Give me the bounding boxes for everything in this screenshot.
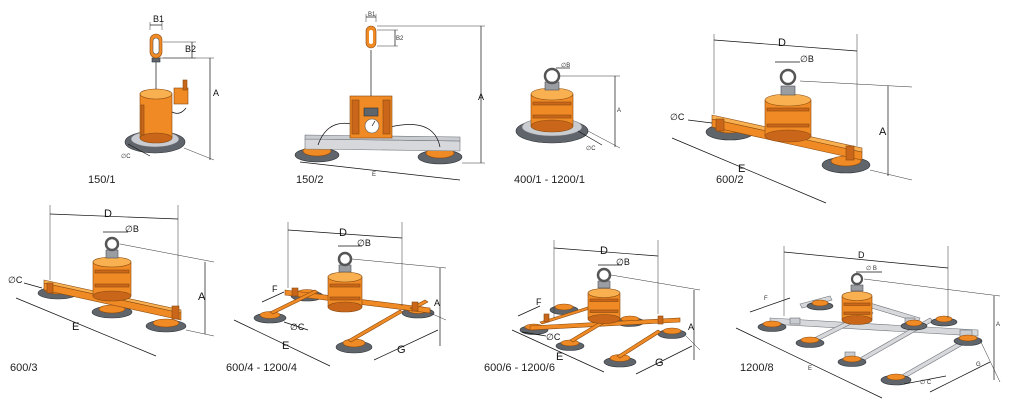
dim-label-b1: B1 xyxy=(153,14,164,24)
caption-150-2: 150/2 xyxy=(296,174,324,186)
dim-label-e: E xyxy=(556,351,563,363)
model-600-4-1200-4-drawing: D ∅B F ∅C A E G xyxy=(233,222,447,367)
dim-label-g: G xyxy=(976,362,981,368)
model-600-6-1200-6-drawing: D ∅B F ∅C A E G xyxy=(511,240,701,375)
dim-label-c: ∅C xyxy=(121,153,131,160)
caption-600-4-1200-4: 600/4 - 1200/4 xyxy=(226,362,297,374)
dim-label-b2: B2 xyxy=(185,44,196,54)
caption-600-6-1200-6: 600/6 - 1200/6 xyxy=(484,362,555,374)
caption-600-2: 600/2 xyxy=(716,174,744,186)
dim-label-e: E xyxy=(72,321,79,333)
dim-label-e: E xyxy=(808,366,812,372)
dim-label-d: D xyxy=(339,227,347,239)
caption-400-1-1200-1: 400/1 - 1200/1 xyxy=(514,174,585,186)
dim-label-b: ∅B xyxy=(357,238,371,248)
dim-label-b: ∅B xyxy=(561,62,570,69)
dim-label-a: A xyxy=(434,298,440,308)
dim-label-a: A xyxy=(213,88,219,98)
dim-label-e: E xyxy=(738,163,745,175)
dim-label-d: D xyxy=(778,37,786,49)
dim-label-a: A xyxy=(996,322,1000,328)
caption-600-3: 600/3 xyxy=(10,362,38,374)
dim-label-d: D xyxy=(858,250,865,260)
dim-label-c: ∅C xyxy=(586,145,596,152)
dim-label-d: D xyxy=(104,208,112,220)
dim-label-c: ∅C xyxy=(290,322,305,332)
dim-label-b2: B2 xyxy=(396,36,404,42)
dim-label-b: ∅B xyxy=(800,54,814,64)
dim-label-g: G xyxy=(655,357,664,369)
dim-label-a: A xyxy=(688,322,694,332)
model-150-1-drawing: B1 B2 A ∅C xyxy=(121,14,219,161)
model-600-3-drawing: D ∅B ∅C A E xyxy=(8,205,215,357)
model-600-2-drawing: D ∅B ∅C A E xyxy=(670,34,913,204)
vacuum-cylinder xyxy=(139,93,173,139)
dim-label-d: D xyxy=(600,245,608,257)
dim-label-e: E xyxy=(282,340,289,352)
dim-label-b: ∅B xyxy=(125,224,139,234)
dim-label-c: ∅C xyxy=(8,275,23,285)
dim-label-b: ∅B xyxy=(616,257,630,267)
model-400-1-1200-1-drawing: ∅B A ∅C xyxy=(515,62,621,152)
dim-label-a: A xyxy=(478,92,484,102)
dim-label-f: F xyxy=(536,297,542,307)
dim-label-c: ∅ C xyxy=(920,379,932,386)
dim-label-a: A xyxy=(198,291,206,303)
dim-label-a: A xyxy=(879,126,887,138)
dim-label-b: ∅ B xyxy=(866,265,877,272)
dim-label-b1: B1 xyxy=(368,12,376,18)
dim-label-c: ∅C xyxy=(670,112,685,122)
caption-150-1: 150/1 xyxy=(88,174,116,186)
dim-label-e: E xyxy=(372,172,376,178)
model-150-2-drawing: B1 B2 A E xyxy=(294,12,485,181)
dim-label-f: F xyxy=(272,284,278,294)
dim-label-g: G xyxy=(397,344,406,356)
dim-label-a: A xyxy=(617,108,621,114)
dim-label-c: ∅C xyxy=(546,332,561,342)
model-1200-8-drawing: D ∅ B F A E G ∅ C xyxy=(735,246,1001,399)
dim-label-f: F xyxy=(764,296,768,302)
caption-1200-8: 1200/8 xyxy=(740,362,774,374)
pump-handle xyxy=(173,87,189,105)
